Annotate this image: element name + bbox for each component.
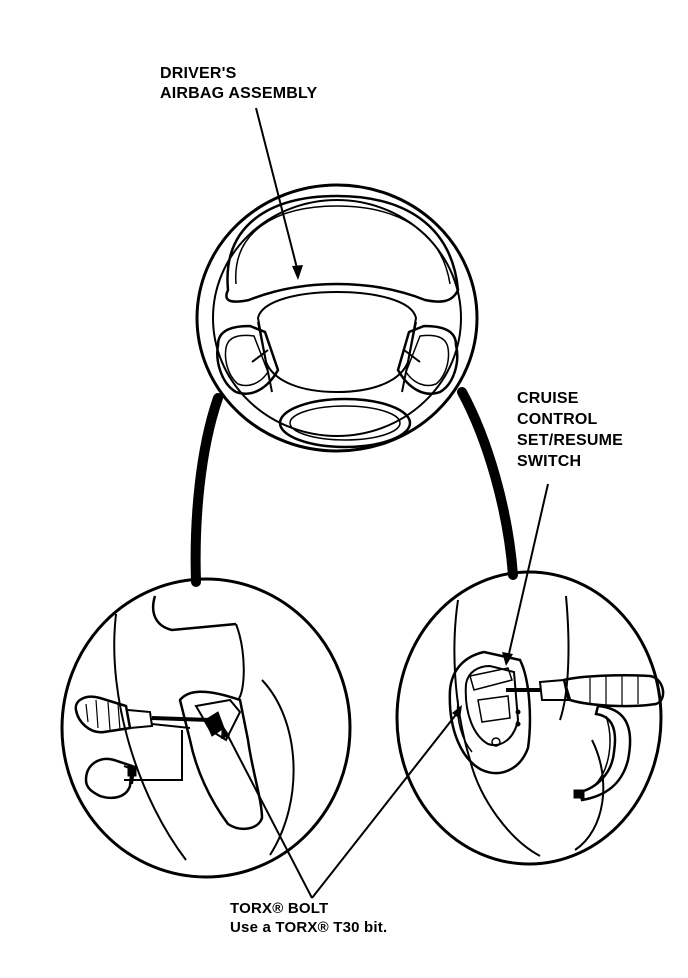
right-removed-cover [580,706,630,800]
wheel-outer-rim [197,185,477,451]
right-switch-pad [398,326,457,394]
wheel-inner-rim [213,200,461,436]
right-detail [397,572,663,864]
torx-label-line2: Use a TORX® T30 bit. [230,919,388,936]
wheel-lower-opening [280,399,410,447]
cruise-switch-recess [450,652,530,773]
left-removed-connector [86,759,132,798]
right-screwdriver-handle [564,675,663,706]
left-screwdriver-handle [76,697,130,732]
cruise-label-line4: SWITCH [517,453,582,470]
left-detail [62,579,350,877]
cruise-label-line3: SET/RESUME [517,432,624,449]
leader-lines [221,108,548,898]
left-detail-circle [62,579,350,877]
cruise-label-line1: CRUISE [517,390,579,407]
torx-bolt-label: TORX® BOLT Use a TORX® T30 bit. [230,899,387,937]
airbag-assembly-label: DRIVER'S AIRBAG ASSEMBLY [160,64,317,104]
airbag-label-line1: DRIVER'S [160,65,237,82]
steering-wheel [197,185,477,451]
torx-label-line1: TORX® BOLT [230,900,329,917]
detail-connectors [196,392,513,582]
left-switch-recess [180,692,262,829]
cruise-control-switch-label: CRUISE CONTROL SET/RESUME SWITCH [517,388,623,472]
wheel-upper-opening [226,196,458,302]
airbag-label-line2: AIRBAG ASSEMBLY [160,85,318,102]
airbag-pad [258,292,416,392]
left-switch-pad [217,326,278,394]
right-detail-circle [397,572,661,864]
cruise-label-line2: CONTROL [517,411,598,428]
